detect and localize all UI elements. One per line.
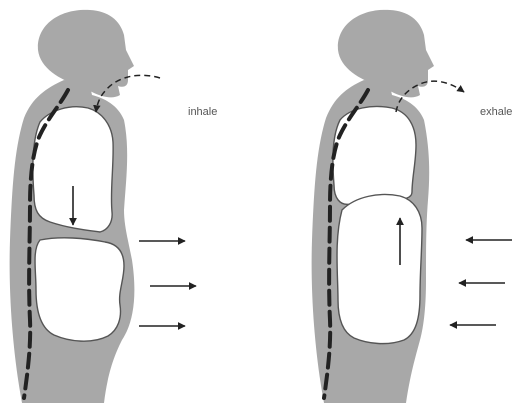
exhale-head	[338, 10, 434, 97]
inhale-head	[38, 10, 134, 97]
inhale-label: inhale	[188, 106, 217, 118]
exhale-label: exhale	[480, 106, 512, 118]
exhale-chest-cavity	[333, 107, 416, 205]
exhale-figure	[312, 10, 512, 403]
exhale-abdomen-cavity	[337, 195, 422, 344]
inhale-abdomen-cavity	[35, 238, 124, 341]
inhale-figure	[10, 10, 196, 403]
